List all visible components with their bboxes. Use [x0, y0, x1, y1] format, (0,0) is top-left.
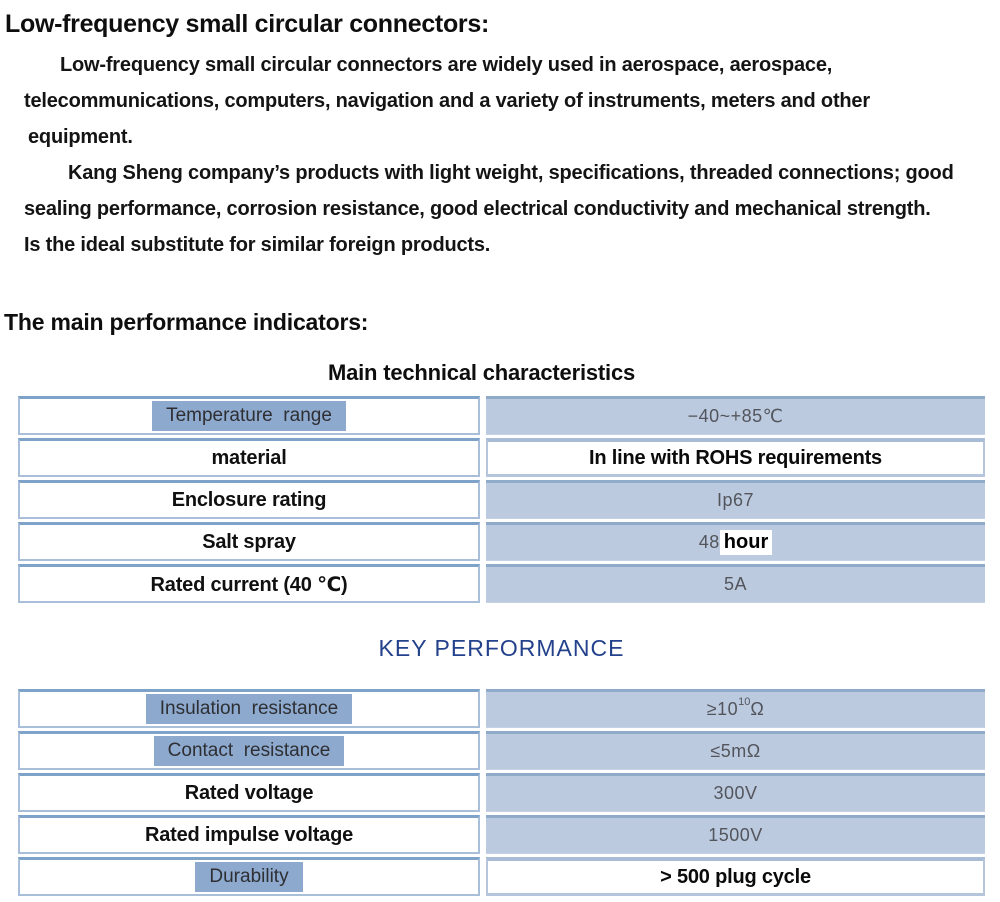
spec-label: Salt spray — [202, 530, 296, 553]
spec-value-prefix: ≥10 — [706, 699, 739, 719]
spec-value-cell: 300V — [486, 773, 985, 812]
spec-value-suffix: Ω — [750, 699, 765, 719]
section-heading: The main performance indicators: — [4, 309, 369, 335]
spec-label-highlighted: Insulation resistance — [145, 694, 353, 724]
spec-value: 300V — [713, 783, 758, 803]
spec-label: Rated impulse voltage — [144, 823, 354, 846]
spec-label-cell: Contact resistance — [18, 731, 480, 770]
intro-paragraph-2: Kang Sheng company’s products with light… — [0, 155, 1000, 263]
spec-value: Ip67 — [716, 490, 755, 510]
tables-area: Main technical characteristics Temperatu… — [18, 360, 985, 896]
spec-label-cell: Enclosure rating — [18, 480, 480, 519]
paragraph-line: Low-frequency small circular connectors … — [60, 54, 833, 76]
table-row: Contact resistance ≤5mΩ — [18, 731, 985, 770]
spec-label-highlighted: Contact resistance — [153, 736, 345, 766]
spec-label-cell: Rated current (40 ℃) — [18, 564, 480, 603]
paragraph-line: equipment. — [28, 126, 133, 148]
spec-value-cell: Ip67 — [486, 480, 985, 519]
spec-label-cell: Durability — [18, 857, 480, 896]
spec-value: > 500 plug cycle — [660, 865, 811, 888]
spec-value: 5A — [723, 574, 748, 594]
spec-value-cell: 1500V — [486, 815, 985, 854]
table-row: material In line with ROHS requirements — [18, 438, 985, 477]
spec-label-highlighted: Temperature range — [152, 401, 346, 431]
paragraph-line: Kang Sheng company’s products with light… — [68, 162, 954, 184]
table-row: Rated impulse voltage 1500V — [18, 815, 985, 854]
spec-value-prefix: 48 — [698, 532, 720, 552]
spec-value-cell: > 500 plug cycle — [486, 857, 985, 896]
table-row: Rated current (40 ℃) 5A — [18, 564, 985, 603]
spec-value-cell: In line with ROHS requirements — [486, 438, 985, 477]
spec-value: −40~+85℃ — [687, 406, 784, 426]
spec-value-cell: ≤5mΩ — [486, 731, 985, 770]
table2-title: KEY PERFORMANCE — [378, 635, 625, 661]
spec-label: Rated voltage — [184, 781, 314, 804]
spec-value-cell: 5A — [486, 564, 985, 603]
intro-paragraph-1: Low-frequency small circular connectors … — [0, 47, 1000, 155]
spec-label-cell: material — [18, 438, 480, 477]
spec-value-cell: −40~+85℃ — [486, 396, 985, 435]
spec-value: In line with ROHS requirements — [589, 446, 882, 469]
spec-label-cell: Insulation resistance — [18, 689, 480, 728]
spec-label: Enclosure rating — [171, 488, 327, 511]
table-row: Durability > 500 plug cycle — [18, 857, 985, 896]
spec-value-highlighted: hour — [719, 530, 773, 555]
table-row: Temperature range −40~+85℃ — [18, 396, 985, 435]
spec-label-cell: Rated impulse voltage — [18, 815, 480, 854]
spec-label-highlighted: Durability — [195, 862, 303, 892]
paragraph-line: sealing performance, corrosion resistanc… — [24, 198, 931, 220]
table-row: Rated voltage 300V — [18, 773, 985, 812]
document-title: Low-frequency small circular connectors: — [5, 10, 489, 38]
paragraph-line: telecommunications, computers, navigatio… — [24, 90, 870, 112]
spec-value: 1500V — [708, 825, 763, 845]
main-technical-characteristics-table: Temperature range −40~+85℃ material In l… — [18, 396, 985, 603]
spec-label-cell: Salt spray — [18, 522, 480, 561]
spec-value-superscript: 10 — [738, 695, 751, 708]
spec-label: Rated current (40 ℃) — [150, 573, 348, 596]
spec-label-cell: Temperature range — [18, 396, 480, 435]
spec-label-cell: Rated voltage — [18, 773, 480, 812]
table1-title: Main technical characteristics — [327, 360, 636, 385]
spec-label: material — [211, 446, 287, 469]
spec-value: ≤5mΩ — [710, 741, 761, 761]
paragraph-line: Is the ideal substitute for similar fore… — [24, 234, 491, 256]
table-row: Enclosure rating Ip67 — [18, 480, 985, 519]
